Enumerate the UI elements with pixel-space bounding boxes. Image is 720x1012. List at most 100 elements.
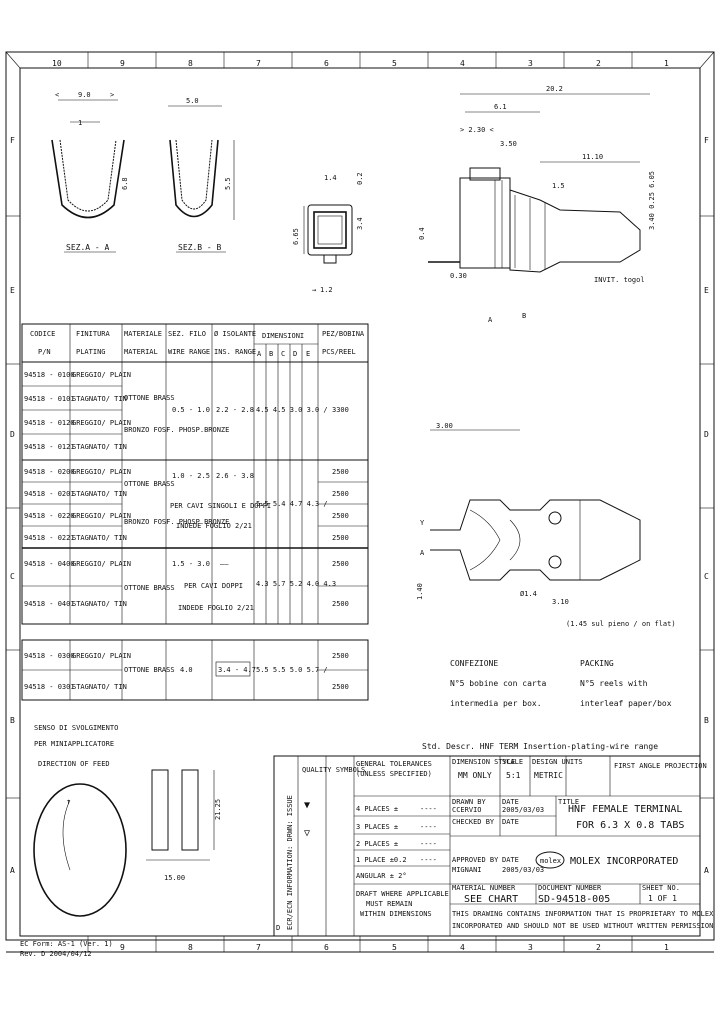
- svg-text:2500: 2500: [332, 560, 349, 568]
- svg-text:----: ----: [420, 856, 437, 864]
- svg-text:PEZ/BOBINA: PEZ/BOBINA: [322, 330, 365, 338]
- svg-text:D: D: [276, 924, 280, 932]
- row-label: F: [704, 136, 709, 145]
- svg-text:CONFEZIONE: CONFEZIONE: [450, 659, 498, 668]
- section-a-label: SEZ.A - A: [66, 243, 110, 252]
- svg-text:DATE: DATE: [502, 798, 519, 806]
- svg-text:4.3 5.7 5.2 4.0 4.3: 4.3 5.7 5.2 4.0 4.3: [256, 580, 336, 588]
- svg-text:2 PLACES ±: 2 PLACES ±: [356, 840, 398, 848]
- row-label: C: [704, 572, 709, 581]
- row-label: C: [10, 572, 15, 581]
- svg-text:2.2 - 2.8: 2.2 - 2.8: [216, 406, 254, 414]
- svg-text:GREGGIO/ PLAIN: GREGGIO/ PLAIN: [72, 560, 131, 568]
- svg-text:21.25: 21.25: [214, 799, 222, 820]
- svg-text:SCALE: SCALE: [502, 758, 523, 766]
- col-label: 4: [460, 943, 465, 952]
- svg-text:3.00: 3.00: [436, 422, 453, 430]
- svg-text:4.0: 4.0: [180, 666, 193, 674]
- svg-text:BRONZO FOSF. PHOSP.BRONZE: BRONZO FOSF. PHOSP.BRONZE: [124, 426, 229, 434]
- svg-text:GREGGIO/ PLAIN: GREGGIO/ PLAIN: [72, 512, 131, 520]
- svg-text:SENSO DI SVOLGIMENTO: SENSO DI SVOLGIMENTO: [34, 724, 118, 732]
- svg-text:ECR/ECN INFORMATION: DRWN: ISS: ECR/ECN INFORMATION: DRWN: ISSUE: [286, 795, 294, 930]
- view-label: INVIT. togol: [594, 276, 645, 284]
- svg-text:Rev. D 2004/04/12: Rev. D 2004/04/12: [20, 950, 92, 958]
- svg-text:3.40 0.25 6.05: 3.40 0.25 6.05: [648, 171, 656, 230]
- row-label: D: [704, 430, 709, 439]
- svg-text:6.1: 6.1: [494, 103, 507, 111]
- svg-text:1.5: 1.5: [552, 182, 565, 190]
- unwind-direction: SENSO DI SVOLGIMENTO PER MINIAPPLICATORE…: [33, 724, 222, 917]
- svg-text:BRONZO FOSF. PHOSP.BRONZE: BRONZO FOSF. PHOSP.BRONZE: [124, 518, 229, 526]
- svg-text:DRAFT WHERE APPLICABLE: DRAFT WHERE APPLICABLE: [356, 890, 449, 898]
- svg-text:1 PLACE ±0.2: 1 PLACE ±0.2: [356, 856, 407, 864]
- svg-text:2500: 2500: [332, 512, 349, 520]
- row-label: D: [10, 430, 15, 439]
- drawing-subtitle: FOR 6.3 X 0.8 TABS: [576, 820, 684, 831]
- svg-text:MIGNANI: MIGNANI: [452, 866, 482, 874]
- svg-text:94518 - 0100: 94518 - 0100: [24, 371, 75, 379]
- svg-text:1 OF 1: 1 OF 1: [648, 894, 677, 903]
- bottom-view-terminal: 3.00 Y A 1.40 3.10 Ø1.4 (1.45 sul pieno …: [416, 422, 676, 628]
- svg-text:intermedia per box.: intermedia per box.: [450, 699, 542, 708]
- col-label: 2: [596, 943, 601, 952]
- svg-text:3.4 - 4.7: 3.4 - 4.7: [218, 666, 256, 674]
- col-label: 1: [664, 943, 669, 952]
- svg-text:15.00: 15.00: [164, 874, 185, 882]
- svg-text:interleaf paper/box: interleaf paper/box: [580, 699, 672, 708]
- svg-text:P/N: P/N: [38, 348, 51, 356]
- svg-text:2500: 2500: [332, 468, 349, 476]
- svg-text:CHECKED BY: CHECKED BY: [452, 818, 495, 826]
- svg-text:E: E: [306, 350, 310, 358]
- svg-text:MUST REMAIN: MUST REMAIN: [366, 900, 412, 908]
- svg-text:GENERAL TOLERANCES: GENERAL TOLERANCES: [356, 760, 432, 768]
- svg-text:1.40: 1.40: [416, 583, 424, 600]
- spec-table-2: 94518 - 0300 GREGGIO/ PLAIN 94518 - 0301…: [21, 639, 369, 701]
- svg-text:2005/03/03: 2005/03/03: [502, 806, 544, 814]
- col-label: 9: [120, 59, 125, 68]
- svg-text:OTTONE BRASS: OTTONE BRASS: [124, 666, 175, 674]
- svg-text:4.5 4.5 3.0 3.0 /: 4.5 4.5 3.0 3.0 /: [256, 406, 328, 414]
- footer: EC Form: AS-1 (Ver. 1) Rev. D 2004/04/12: [20, 940, 113, 958]
- svg-text:94518 - 0221: 94518 - 0221: [24, 534, 75, 542]
- col-label: 4: [460, 59, 465, 68]
- svg-text:N°5 reels with: N°5 reels with: [580, 679, 648, 688]
- svg-text:6.65: 6.65: [292, 228, 300, 245]
- svg-text:EC Form: AS-1 (Ver. 1): EC Form: AS-1 (Ver. 1): [20, 940, 113, 948]
- dim-header: DIMENSIONI: [262, 332, 304, 340]
- svg-text:1.5 - 3.0: 1.5 - 3.0: [172, 560, 210, 568]
- svg-text:5.5: 5.5: [224, 177, 232, 190]
- svg-text:1: 1: [78, 119, 82, 127]
- svg-text:STAGNATO/ TIN: STAGNATO/ TIN: [72, 443, 127, 451]
- svg-text:GREGGIO/ PLAIN: GREGGIO/ PLAIN: [72, 652, 131, 660]
- svg-text:2500: 2500: [332, 683, 349, 691]
- svg-text:STAGNATO/ TIN: STAGNATO/ TIN: [72, 600, 127, 608]
- svg-text:WITHIN DIMENSIONS: WITHIN DIMENSIONS: [360, 910, 432, 918]
- svg-text:GREGGIO/ PLAIN: GREGGIO/ PLAIN: [72, 371, 131, 379]
- svg-text:DIMENSION STYLE: DIMENSION STYLE: [452, 758, 515, 766]
- svg-text:INDEDE FOGLIO 2/21: INDEDE FOGLIO 2/21: [178, 604, 254, 612]
- svg-text:3 PLACES ±: 3 PLACES ±: [356, 823, 398, 831]
- svg-text:MATERIAL: MATERIAL: [124, 348, 158, 356]
- svg-text:2500: 2500: [332, 490, 349, 498]
- row-labels-left: F E D C B A: [10, 136, 15, 875]
- svg-text:DRAWN BY: DRAWN BY: [452, 798, 487, 806]
- svg-text:94518 - 0200: 94518 - 0200: [24, 468, 75, 476]
- svg-text:INDEDE FOGLIO 2/21: INDEDE FOGLIO 2/21: [176, 522, 252, 530]
- col-label: 6: [324, 59, 329, 68]
- svg-text:0.4: 0.4: [418, 227, 426, 240]
- svg-text:OTTONE BRASS: OTTONE BRASS: [124, 584, 175, 592]
- svg-text:MATERIALE: MATERIALE: [124, 330, 162, 338]
- column-labels-bottom: 9 8 7 6 5 4 3 2 1: [120, 943, 669, 952]
- svg-text:2500: 2500: [332, 652, 349, 660]
- col-label: 7: [256, 943, 261, 952]
- svg-text:B: B: [269, 350, 273, 358]
- svg-text:N°5 bobine con carta: N°5 bobine con carta: [450, 679, 547, 688]
- svg-text:THIS DRAWING CONTAINS INFORMAT: THIS DRAWING CONTAINS INFORMATION THAT I…: [452, 910, 714, 918]
- svg-text:5:1: 5:1: [506, 771, 521, 780]
- svg-text:DOCUMENT NUMBER: DOCUMENT NUMBER: [538, 884, 602, 892]
- section-b-b: 5.0 5.5 SEZ.B - B: [168, 97, 235, 253]
- svg-text:3.50: 3.50: [500, 140, 517, 148]
- col-label: 9: [120, 943, 125, 952]
- svg-text:DATE: DATE: [502, 856, 519, 864]
